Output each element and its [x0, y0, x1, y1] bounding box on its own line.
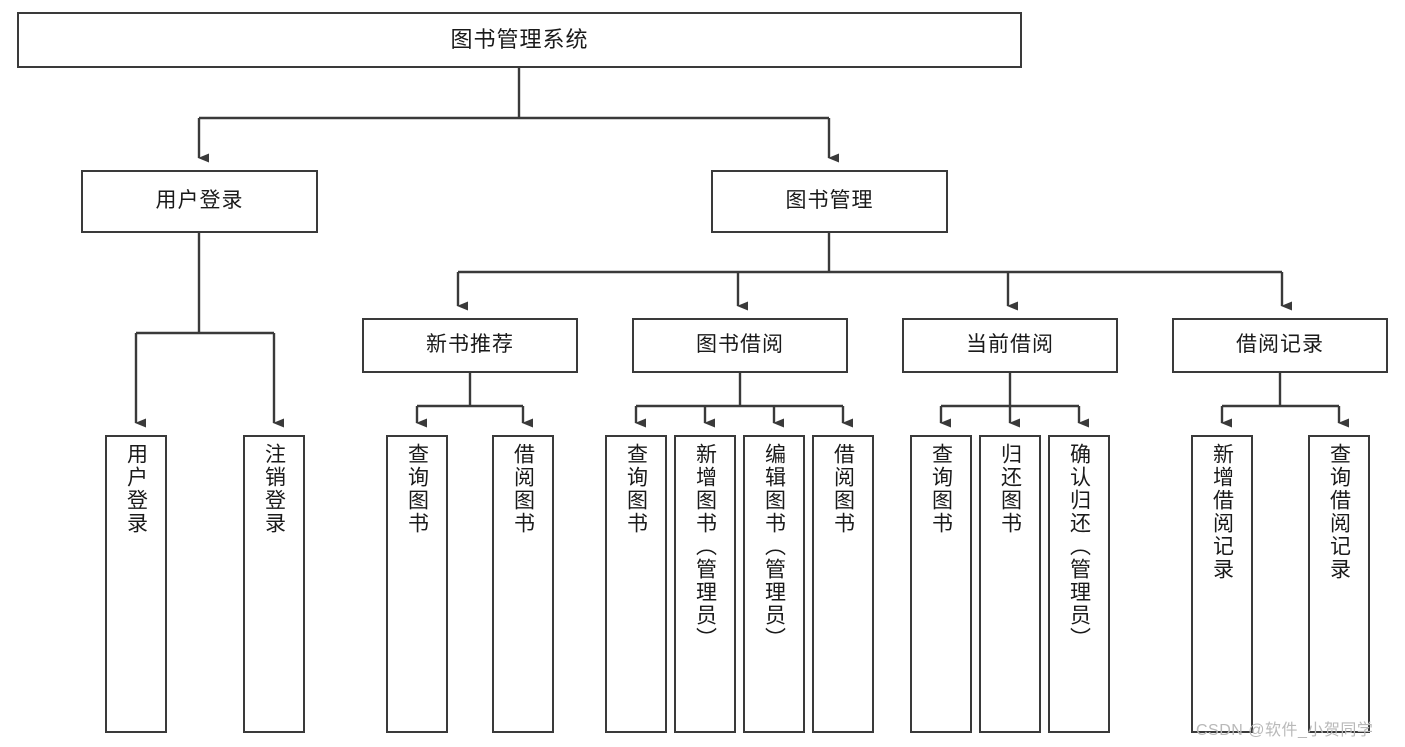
node-leaf-add-record-label: 新增借阅记录	[1210, 443, 1234, 581]
node-leaf-query-record-label: 查询借阅记录	[1327, 443, 1351, 581]
node-leaf-borrow-book-2-label: 借阅图书	[831, 443, 855, 535]
node-leaf-borrow-book-2[interactable]: 借阅图书	[812, 435, 874, 733]
node-leaf-confirm-return-label: 确认归还（管理员）	[1067, 443, 1091, 650]
node-leaf-add-book[interactable]: 新增图书（管理员）	[674, 435, 736, 733]
node-leaf-user-login-label: 用户登录	[124, 443, 148, 535]
node-user-login-label: 用户登录	[155, 189, 244, 213]
node-book-management-label: 图书管理	[785, 189, 874, 213]
node-leaf-logout-login-label: 注销登录	[262, 443, 286, 535]
node-book-management[interactable]: 图书管理	[711, 170, 948, 233]
node-leaf-user-login[interactable]: 用户登录	[105, 435, 167, 733]
node-current-borrow[interactable]: 当前借阅	[902, 318, 1118, 373]
node-leaf-add-book-label: 新增图书（管理员）	[693, 443, 717, 650]
node-leaf-confirm-return[interactable]: 确认归还（管理员）	[1048, 435, 1110, 733]
node-leaf-query-book-1[interactable]: 查询图书	[386, 435, 448, 733]
node-leaf-query-book-1-label: 查询图书	[405, 443, 429, 535]
node-user-login[interactable]: 用户登录	[81, 170, 318, 233]
node-leaf-add-record[interactable]: 新增借阅记录	[1191, 435, 1253, 733]
node-borrow-record[interactable]: 借阅记录	[1172, 318, 1388, 373]
node-root-label: 图书管理系统	[450, 27, 589, 53]
node-book-borrow-label: 图书借阅	[696, 333, 784, 357]
node-leaf-query-book-2-label: 查询图书	[624, 443, 648, 535]
node-leaf-logout-login[interactable]: 注销登录	[243, 435, 305, 733]
node-new-book-recommend[interactable]: 新书推荐	[362, 318, 578, 373]
node-leaf-query-book-3[interactable]: 查询图书	[910, 435, 972, 733]
node-current-borrow-label: 当前借阅	[966, 333, 1054, 357]
node-leaf-query-book-2[interactable]: 查询图书	[605, 435, 667, 733]
node-leaf-borrow-book-1[interactable]: 借阅图书	[492, 435, 554, 733]
node-leaf-edit-book[interactable]: 编辑图书（管理员）	[743, 435, 805, 733]
node-leaf-query-book-3-label: 查询图书	[929, 443, 953, 535]
node-root-book-management-system[interactable]: 图书管理系统	[17, 12, 1022, 68]
node-book-borrow[interactable]: 图书借阅	[632, 318, 848, 373]
node-new-book-recommend-label: 新书推荐	[426, 333, 514, 357]
node-leaf-return-book[interactable]: 归还图书	[979, 435, 1041, 733]
node-leaf-borrow-book-1-label: 借阅图书	[511, 443, 535, 535]
node-leaf-edit-book-label: 编辑图书（管理员）	[762, 443, 786, 650]
node-leaf-query-record[interactable]: 查询借阅记录	[1308, 435, 1370, 733]
node-borrow-record-label: 借阅记录	[1236, 333, 1324, 357]
node-leaf-return-book-label: 归还图书	[998, 443, 1022, 535]
